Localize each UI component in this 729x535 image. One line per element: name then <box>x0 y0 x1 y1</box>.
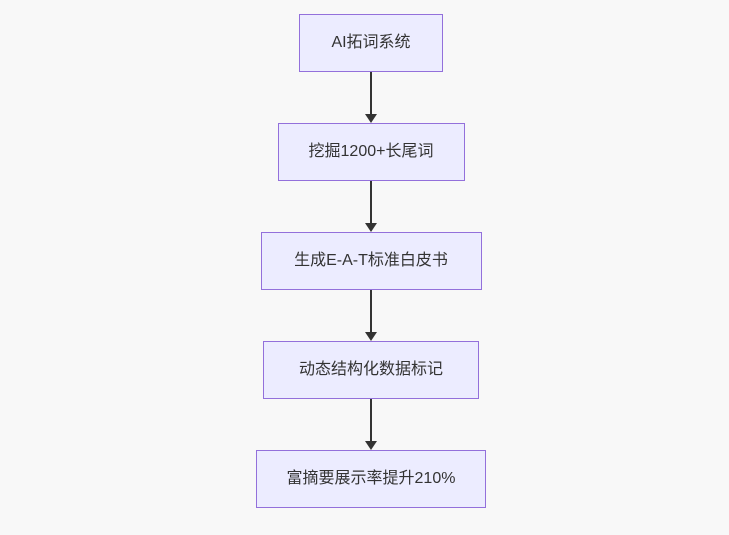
flow-node-label: 生成E-A-T标准白皮书 <box>294 252 448 269</box>
flow-arrow-1 <box>365 72 377 123</box>
arrow-line <box>370 72 372 114</box>
flow-node-label: 富摘要展示率提升210% <box>286 470 456 487</box>
flow-arrow-4 <box>365 399 377 450</box>
flow-node-ai-keyword-system: AI拓词系统 <box>299 14 443 72</box>
arrow-head-icon <box>365 114 377 123</box>
arrow-head-icon <box>365 223 377 232</box>
flow-node-label: 动态结构化数据标记 <box>298 361 443 378</box>
arrow-head-icon <box>365 441 377 450</box>
flow-arrow-3 <box>365 290 377 341</box>
flowchart: AI拓词系统 挖掘1200+长尾词 生成E-A-T标准白皮书 动态结构化数据标记 <box>256 14 486 508</box>
arrow-head-icon <box>365 332 377 341</box>
flow-node-eat-whitepaper: 生成E-A-T标准白皮书 <box>260 232 482 290</box>
flow-arrow-2 <box>365 181 377 232</box>
flow-node-structured-data-markup: 动态结构化数据标记 <box>263 341 479 399</box>
flow-node-longtail-mining: 挖掘1200+长尾词 <box>277 123 465 181</box>
arrow-line <box>370 399 372 441</box>
arrow-line <box>370 290 372 332</box>
flow-node-rich-snippet-result: 富摘要展示率提升210% <box>256 450 486 508</box>
flow-node-label: 挖掘1200+长尾词 <box>308 143 434 160</box>
arrow-line <box>370 181 372 223</box>
flow-node-label: AI拓词系统 <box>331 34 411 51</box>
